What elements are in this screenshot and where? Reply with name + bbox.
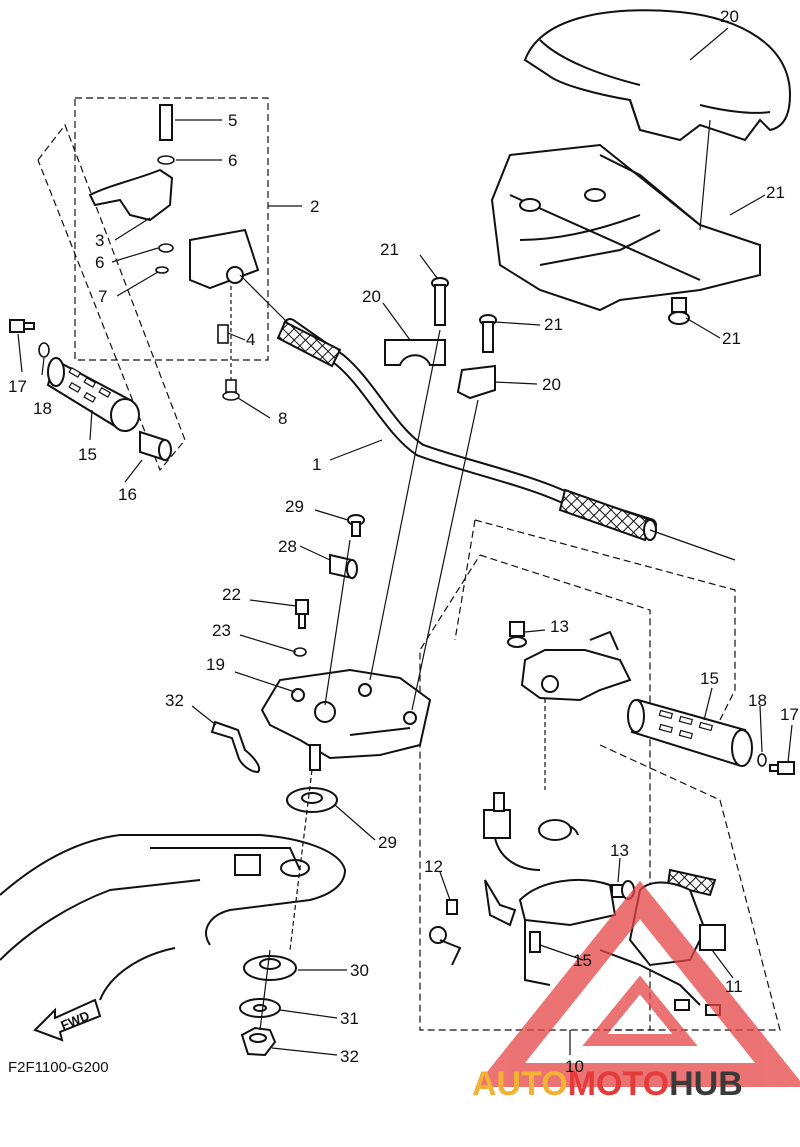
part-label: 20 [542, 375, 561, 394]
part-21-bolt-left [431, 277, 449, 326]
part-label: 31 [340, 1009, 359, 1028]
part-18-washer-left [38, 342, 50, 358]
part-label: 17 [8, 377, 27, 396]
part-7-nut [155, 266, 169, 274]
part-label: 20 [720, 7, 739, 26]
part-32-band [210, 720, 261, 774]
part-label: 32 [340, 1047, 359, 1066]
part-31-nut [240, 1026, 277, 1057]
leader-29-31 [259, 949, 271, 1031]
leader-24 [699, 119, 711, 231]
part-label: 12 [424, 857, 443, 876]
leader-bar-end [649, 529, 736, 561]
group-outline-switch-assembly [419, 519, 781, 1031]
part-switch-housing [520, 630, 632, 702]
part-cable-harness [483, 792, 726, 1016]
part-label: 5 [228, 111, 237, 130]
label-leaders [17, 27, 793, 1056]
part-label: 15 [700, 669, 719, 688]
part-11-screw [429, 899, 462, 966]
watermark-hub: HUB [669, 1065, 743, 1103]
part-20-upper-clamp-left [384, 339, 446, 366]
part-30-washer [239, 998, 281, 1018]
part-label: 3 [95, 231, 104, 250]
part-27-collar [329, 553, 358, 580]
part-25-housing [490, 143, 761, 312]
part-label: 6 [228, 151, 237, 170]
part-8-bolt [222, 379, 240, 401]
part-4-screw [217, 324, 229, 344]
part-label: 13 [610, 841, 629, 860]
part-label: 29 [285, 497, 304, 516]
part-14-screw [529, 931, 541, 953]
watermark-auto: AUTO [472, 1065, 568, 1103]
part-17-screw-left [9, 319, 35, 333]
part-label: 21 [766, 183, 785, 202]
part-20-upper-clamp-right [456, 364, 496, 400]
part-label: 13 [550, 617, 569, 636]
leader-clamp-right [411, 399, 479, 711]
watermark-logo [475, 880, 800, 1087]
watermark-text: AUTOMOTOHUB [472, 1065, 743, 1103]
part-13-screw [507, 621, 527, 648]
part-1-handlebar [276, 318, 657, 542]
part-15-grip-left [46, 357, 140, 432]
part-label: 30 [350, 961, 369, 980]
part-29-grommet-lower [243, 955, 297, 981]
part-label: 28 [278, 537, 297, 556]
part-19-lower-holder [260, 668, 432, 760]
part-15-grip-right [627, 698, 753, 767]
part-stud [309, 744, 321, 771]
part-3-lever [88, 168, 174, 222]
part-2-lever-holder [189, 228, 260, 290]
part-18-washer-right [757, 753, 767, 767]
part-label: 17 [780, 705, 799, 724]
part-label: 29 [378, 833, 397, 852]
part-label: 18 [33, 399, 52, 418]
part-16-collar [139, 430, 172, 462]
part-17-screw-right [769, 761, 795, 775]
part-label: 11 [725, 977, 743, 996]
part-label: 22 [222, 585, 241, 604]
part-label: 21 [722, 329, 741, 348]
part-label: 32 [165, 691, 184, 710]
group-outline-lever-assembly [37, 97, 269, 472]
part-26-screw [668, 297, 690, 325]
part-label: 23 [212, 621, 231, 640]
part-12-screw [611, 880, 635, 900]
direction-label: FWD [58, 1008, 91, 1033]
part-label: 21 [380, 240, 399, 259]
part-label: 4 [246, 330, 255, 349]
part-label: 21 [544, 315, 563, 334]
part-24-cover [523, 9, 792, 142]
fwd-arrow-icon [33, 998, 102, 1042]
part-5-bolt [159, 104, 173, 141]
part-label: 10 [565, 1057, 584, 1076]
part-22-screw [295, 599, 309, 629]
part-label: 20 [362, 287, 381, 306]
part-28-screw [347, 514, 365, 537]
drawing-code: F2F1100-G200 [8, 1059, 109, 1076]
part-6-washer [157, 155, 175, 253]
part-label: 1 [312, 455, 321, 474]
watermark-moto: MOTO [568, 1065, 669, 1103]
part-29-grommet-upper [286, 787, 338, 813]
frame-steering-pole [0, 834, 347, 1001]
part-label: 18 [748, 691, 767, 710]
leader-holder-to-bar [239, 274, 291, 326]
part-label: 15 [78, 445, 97, 464]
part-21-bolt-right [479, 314, 497, 353]
part-label: 6 [95, 253, 104, 272]
leader-clamp-left [369, 329, 441, 681]
part-label: 8 [278, 409, 287, 428]
part-label: 16 [118, 485, 137, 504]
part-number-labels: 20 21 21 5 6 2 3 6 7 4 8 21 20 21 20 1 2… [8, 7, 799, 1076]
leader-27-to-holder [324, 539, 351, 706]
part-label: 7 [98, 287, 107, 306]
part-label: 15 [573, 951, 592, 970]
part-label: 19 [206, 655, 225, 674]
part-label: 2 [310, 197, 319, 216]
